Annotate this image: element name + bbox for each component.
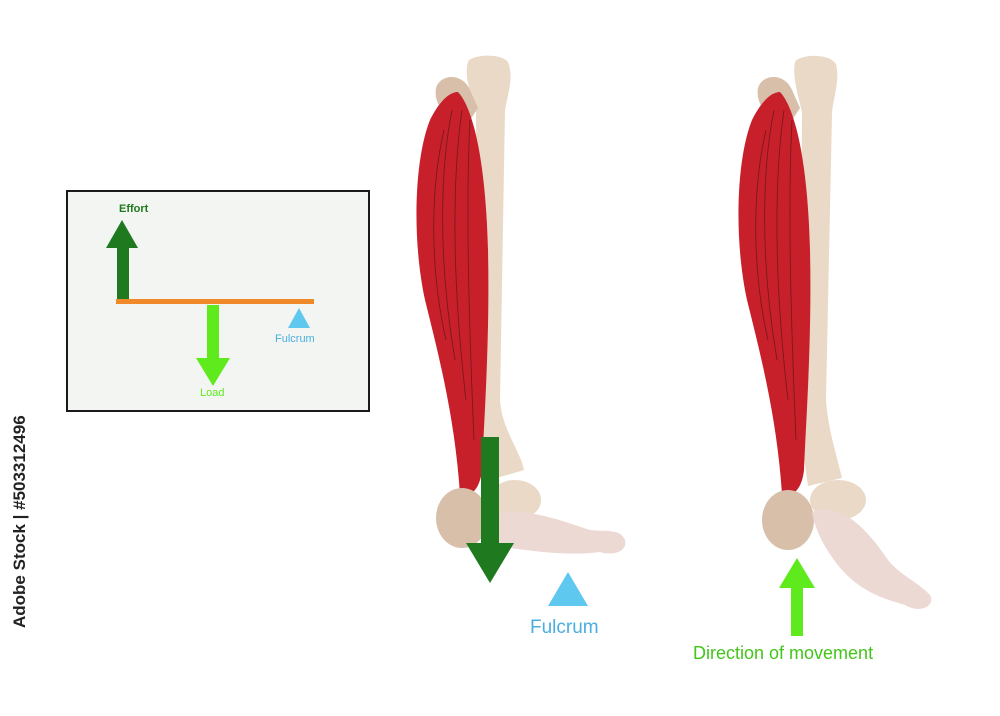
right-muscle-fibers [755, 109, 797, 441]
inset-fulcrum-label: Fulcrum [275, 333, 315, 345]
inset-load-arrow [196, 305, 230, 386]
left-leg-fulcrum-triangle [548, 572, 588, 606]
direction-of-movement-arrow [779, 558, 815, 636]
left-calf-muscle [416, 92, 489, 495]
inset-effort-label: Effort [119, 203, 149, 215]
right-heel-bone [762, 490, 814, 550]
lever-inset-box: Effort Load Fulcrum [66, 190, 370, 412]
left-leg-effort-arrow [466, 437, 514, 583]
lever-inset-graphic [106, 220, 314, 386]
stock-id-watermark: Adobe Stock | #503312496 [10, 415, 30, 628]
left-foot-bones [488, 511, 626, 554]
inset-effort-arrow [106, 220, 138, 302]
inset-load-label: Load [200, 387, 225, 399]
inset-lever-bar [116, 299, 314, 304]
right-calf-muscle [738, 92, 811, 495]
left-heel-bone [436, 488, 488, 548]
right-leg [738, 55, 932, 609]
left-leg [416, 55, 626, 554]
left-muscle-fibers [433, 109, 475, 441]
inset-fulcrum-triangle [288, 308, 310, 328]
left-talus-bone [489, 480, 541, 520]
direction-of-movement-label: Direction of movement [693, 643, 874, 663]
right-foot-bones [812, 509, 932, 609]
main-fulcrum-label: Fulcrum [530, 617, 599, 638]
stock-id-text: Adobe Stock | #503312496 [10, 415, 29, 628]
